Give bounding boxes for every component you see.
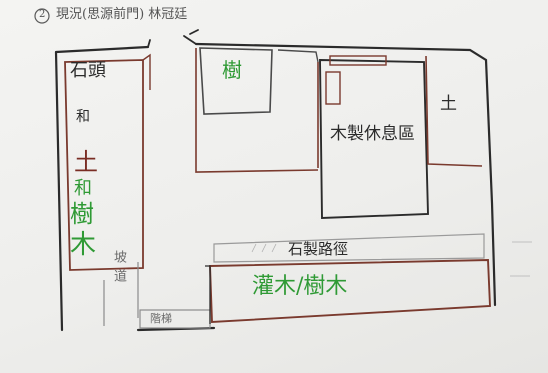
slope-lines (103, 262, 139, 326)
label-wood-left: 木 (70, 230, 97, 260)
label-and-1: 和 (76, 109, 90, 125)
label-wooden-rest-area: 木製休息區 (330, 124, 415, 144)
planter-cap (205, 265, 211, 324)
shrub-planter (209, 259, 491, 324)
edge-arrows (510, 241, 532, 277)
label-steps: 階梯 (150, 312, 172, 325)
label-shrub-tree: 灌木/樹木 (252, 274, 348, 299)
tree-box-top (199, 47, 273, 115)
label-soil-left: 土 (74, 148, 98, 176)
rest-area-bench (329, 55, 387, 66)
entrance-marks (147, 29, 199, 48)
wooden-rest-area (319, 59, 429, 219)
header-number: 2 (39, 9, 46, 20)
mid-structure (195, 48, 319, 173)
label-tree-top: 樹 (222, 58, 242, 82)
outer-boundary (54, 42, 497, 332)
left-strip (64, 59, 144, 271)
label-stone-path: 石製路徑 (288, 240, 349, 258)
stone-path-dash-left (251, 243, 277, 253)
rest-area-seat (325, 71, 341, 105)
label-stone-head: 石頭 (70, 60, 106, 81)
label-tree-left: 樹 (70, 200, 94, 228)
left-strip-inner (142, 53, 151, 90)
label-and-2: 和 (74, 178, 92, 199)
label-soil-right: 土 (440, 94, 457, 114)
label-slope: 坡道 (111, 250, 126, 288)
page-title: 現況(思源前門) 林冠廷 (56, 7, 188, 22)
stone-path-outline (213, 233, 485, 263)
soil-area-right (425, 55, 483, 167)
header-number-circle (34, 8, 50, 24)
mid-structure-cap (277, 49, 319, 63)
